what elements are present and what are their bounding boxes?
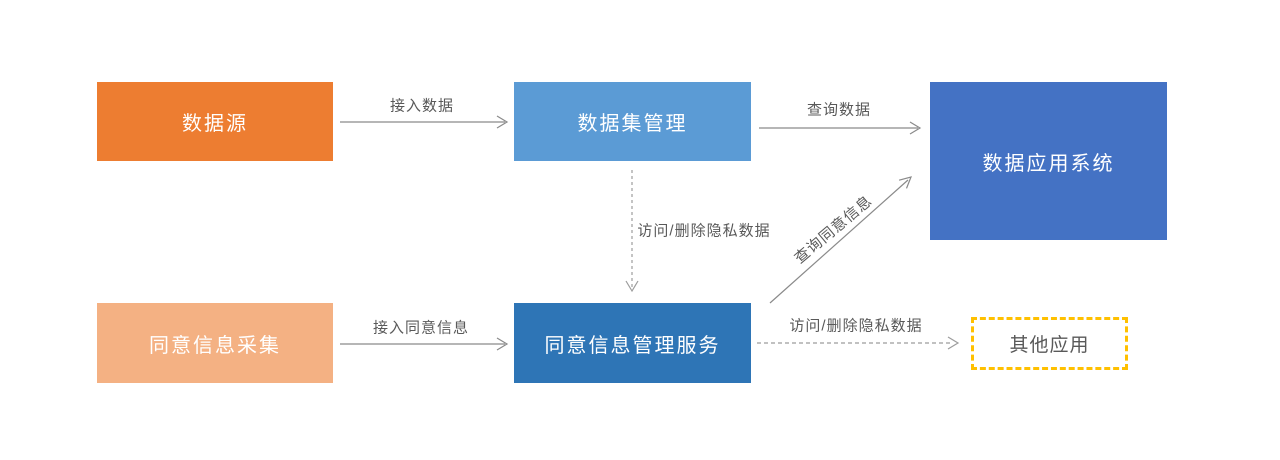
node-data-source-label: 数据源 (182, 113, 248, 135)
node-dataset-management-label: 数据集管理 (577, 113, 688, 135)
edge-label-query-data: 查询数据 (806, 101, 872, 119)
node-data-source: 数据源 (97, 82, 333, 161)
node-other-applications-label: 其他应用 (1009, 335, 1090, 356)
node-consent-mgmt-service: 同意信息管理服务 (514, 303, 751, 383)
node-consent-mgmt-service-label: 同意信息管理服务 (544, 334, 721, 357)
node-consent-collection: 同意信息采集 (97, 303, 333, 383)
node-dataset-management: 数据集管理 (514, 82, 751, 161)
edge-label-query-consent-info: 查询同意信息 (791, 192, 876, 268)
edge-label-access-consent-info: 接入同意信息 (372, 319, 470, 337)
edge-access-data-arrowhead-icon (496, 115, 509, 129)
edge-access-delete-private-data-horizontal-arrowhead-icon (947, 336, 960, 350)
edge-label-access-delete-private-data-vertical: 访问/删除隐私数据 (637, 222, 771, 240)
edge-query-consent-info-arrowhead-icon (898, 176, 912, 189)
node-other-applications: 其他应用 (971, 317, 1128, 370)
edge-label-access-data: 接入数据 (389, 97, 455, 115)
edge-label-access-delete-private-data-horizontal: 访问/删除隐私数据 (789, 317, 923, 335)
edge-query-data-arrowhead-icon (909, 121, 922, 135)
edge-access-delete-private-data-vertical-arrowhead-icon (625, 280, 639, 293)
node-consent-collection-label: 同意信息采集 (149, 334, 281, 357)
edge-query-consent-info-line (769, 179, 909, 304)
edge-access-consent-info-arrowhead-icon (496, 337, 509, 351)
node-data-application-system: 数据应用系统 (930, 82, 1167, 240)
node-data-application-system-label: 数据应用系统 (982, 152, 1115, 175)
